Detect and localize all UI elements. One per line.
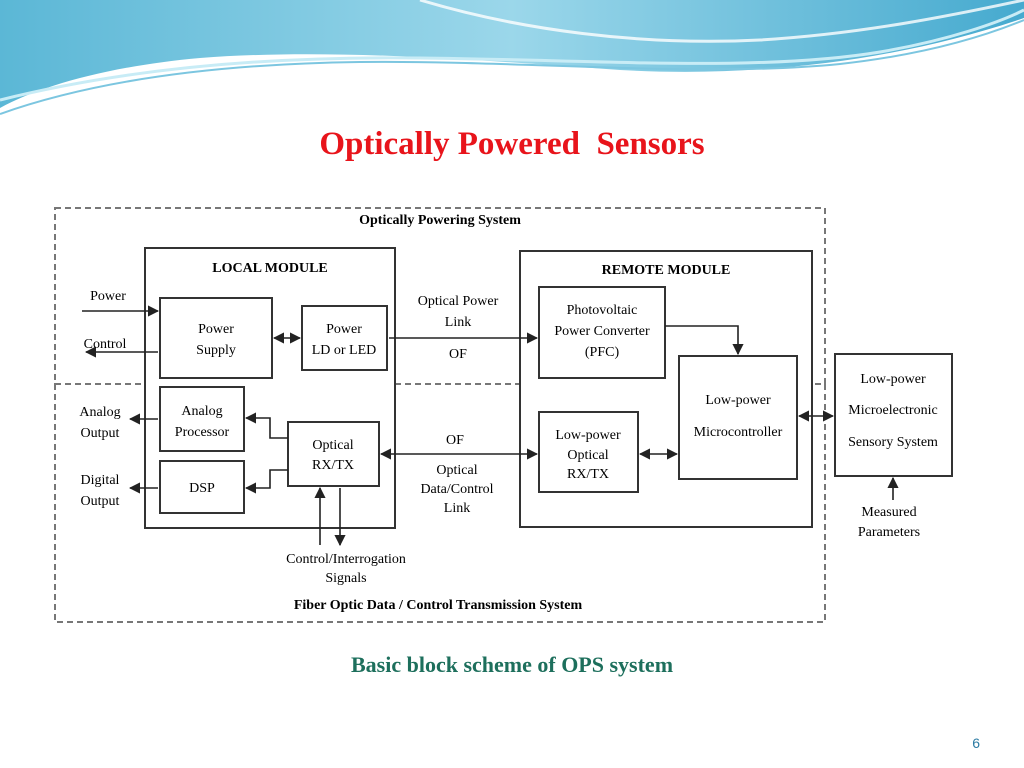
- transmission-system-label: Fiber Optic Data / Control Transmission …: [294, 598, 583, 613]
- dsp-block: [159, 460, 245, 514]
- page-number: 6: [972, 735, 980, 751]
- rxtx-to-analog-arrow: [244, 412, 288, 439]
- power-supply-block: [159, 297, 273, 379]
- slide-title: Optically Powered Sensors: [319, 126, 705, 162]
- lp-microcontroller-block: [678, 355, 798, 480]
- pfc-to-microcontroller-arrow: [665, 325, 744, 356]
- pfc-label-2: Power Converter: [554, 324, 650, 339]
- measured-parameters-label-2: Parameters: [858, 525, 920, 540]
- of-bottom-label: OF: [446, 433, 464, 448]
- analog-output-label-2: Output: [81, 426, 120, 441]
- power-input-label: Power: [90, 289, 126, 304]
- sensory-system-label-1: Low-power: [860, 372, 926, 387]
- diagram-caption: Basic block scheme of OPS system: [350, 652, 674, 677]
- measured-parameters-label-1: Measured: [861, 505, 916, 520]
- transmission-system-region: [54, 383, 826, 623]
- lp-optical-rxtx-label-1: Low-power: [555, 428, 621, 443]
- analog-processor-label-2: Processor: [175, 425, 230, 440]
- digital-output-label-1: Digital: [81, 473, 120, 488]
- lp-microcontroller-label-1: Low-power: [705, 393, 771, 408]
- analog-processor-block: [159, 386, 245, 452]
- optical-power-link-label-2: Link: [445, 315, 471, 330]
- control-output-label: Control: [84, 337, 127, 352]
- header-wave-decoration: [0, 0, 1024, 115]
- data-control-link-label-1: Optical: [436, 463, 477, 478]
- sensory-system-label-2: Microelectronic: [848, 403, 937, 418]
- lp-microcontroller-label-2: Microcontroller: [694, 425, 783, 440]
- analog-processor-label-1: Analog: [181, 404, 222, 419]
- optical-rxtx-label-2: RX/TX: [312, 458, 354, 473]
- pfc-label-1: Photovoltaic: [567, 303, 638, 318]
- powering-system-label: Optically Powering System: [359, 213, 521, 228]
- of-top-label: OF: [449, 347, 467, 362]
- analog-output-label-1: Analog: [79, 405, 120, 420]
- rxtx-to-dsp-arrow: [244, 469, 288, 494]
- optical-rxtx-label-1: Optical: [312, 438, 353, 453]
- local-module-label: LOCAL MODULE: [212, 261, 328, 276]
- data-control-link-label-2: Data/Control: [420, 482, 493, 497]
- lp-optical-rxtx-label-3: RX/TX: [567, 467, 609, 482]
- dsp-label: DSP: [189, 481, 215, 496]
- digital-output-label-2: Output: [81, 494, 120, 509]
- power-ld-label-2: LD or LED: [312, 343, 377, 358]
- control-signals-label-2: Signals: [325, 571, 366, 586]
- power-ld-label-1: Power: [326, 322, 362, 337]
- lp-optical-rxtx-label-2: Optical: [567, 448, 608, 463]
- optical-power-link-label-1: Optical Power: [418, 294, 499, 309]
- pfc-block: [538, 286, 666, 379]
- sensory-system-block: [834, 353, 953, 477]
- pfc-label-3: (PFC): [585, 345, 620, 360]
- sensory-system-label-3: Sensory System: [848, 435, 938, 450]
- control-signals-label-1: Control/Interrogation: [286, 552, 406, 567]
- power-supply-label-1: Power: [198, 322, 234, 337]
- power-supply-label-2: Supply: [196, 343, 236, 358]
- lp-optical-rxtx-block: [538, 411, 639, 493]
- optical-rxtx-block: [287, 421, 380, 487]
- power-ld-block: [301, 305, 388, 371]
- data-control-link-label-3: Link: [444, 501, 470, 516]
- remote-module-label: REMOTE MODULE: [602, 263, 731, 278]
